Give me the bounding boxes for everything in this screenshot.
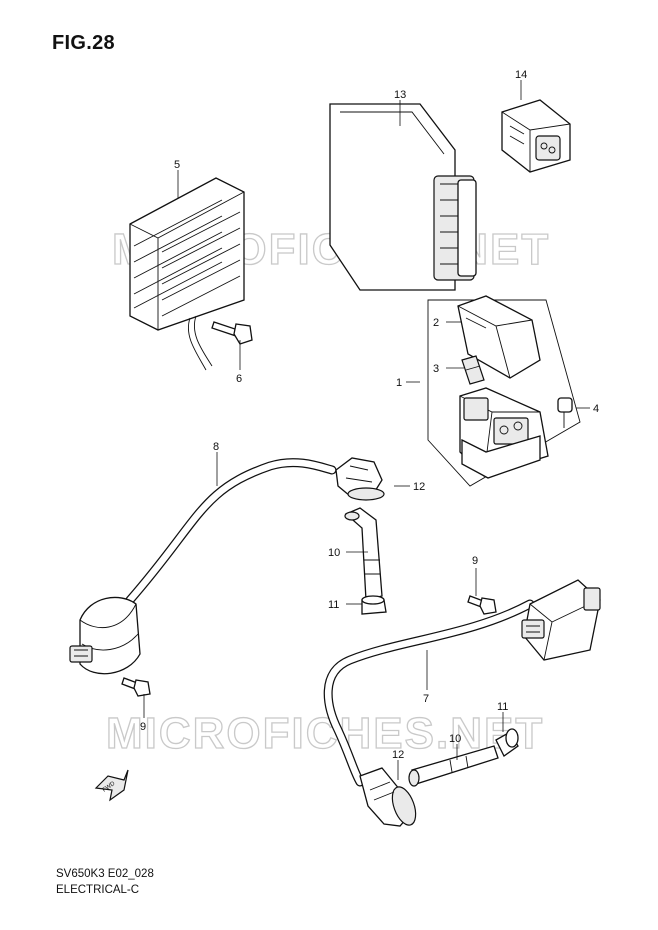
ignition-coil-8: [69, 458, 337, 675]
control-unit-13: [329, 103, 477, 291]
watermark-bottom: MICROFICHES.NET: [106, 709, 544, 758]
model-code: SV650K3 E02_028: [56, 868, 154, 880]
callout-3: 3: [433, 363, 439, 375]
fuse-3: [461, 355, 485, 385]
callout-9-right: 9: [472, 555, 478, 567]
bolt-9-left: [121, 677, 151, 697]
bolt-6: [211, 321, 253, 345]
seal-ring-11-lower: [495, 728, 519, 757]
callout-1: 1: [396, 377, 402, 389]
callout-2: 2: [433, 317, 439, 329]
plug-tube-10-lower: [408, 745, 499, 787]
callout-14: 14: [515, 69, 527, 81]
callout-4: 4: [593, 403, 599, 415]
relay-14: [501, 99, 571, 173]
callout-5: 5: [174, 159, 180, 171]
seal-ring-11-upper: [361, 595, 387, 615]
bolt-9-right: [467, 595, 497, 615]
plug-tube-10-upper: [344, 507, 383, 601]
plug-cap-12-lower: [359, 767, 417, 827]
relay-cover-2: [457, 295, 541, 379]
starter-relay-body: [459, 387, 549, 479]
callout-9-left: 9: [140, 721, 146, 733]
callout-13: 13: [394, 89, 406, 101]
figure-title: FIG.28: [52, 32, 115, 54]
fwd-arrow-icon: FWD: [94, 769, 129, 802]
plug-cap-12-upper: [335, 457, 385, 501]
callout-10-upper: 10: [328, 547, 340, 559]
callout-6: 6: [236, 373, 242, 385]
callout-7: 7: [423, 693, 429, 705]
callout-12-upper: 12: [413, 481, 425, 493]
regulator-rectifier-5: [129, 177, 245, 371]
screw-4: [557, 397, 573, 428]
callout-11-upper: 11: [328, 599, 339, 611]
callout-11-lower: 11: [497, 701, 508, 713]
callout-8: 8: [213, 441, 219, 453]
callout-10-lower: 10: [449, 733, 461, 745]
group-name: ELECTRICAL-C: [56, 884, 140, 896]
callout-12-lower: 12: [392, 749, 404, 761]
ignition-coil-7: [323, 579, 601, 787]
